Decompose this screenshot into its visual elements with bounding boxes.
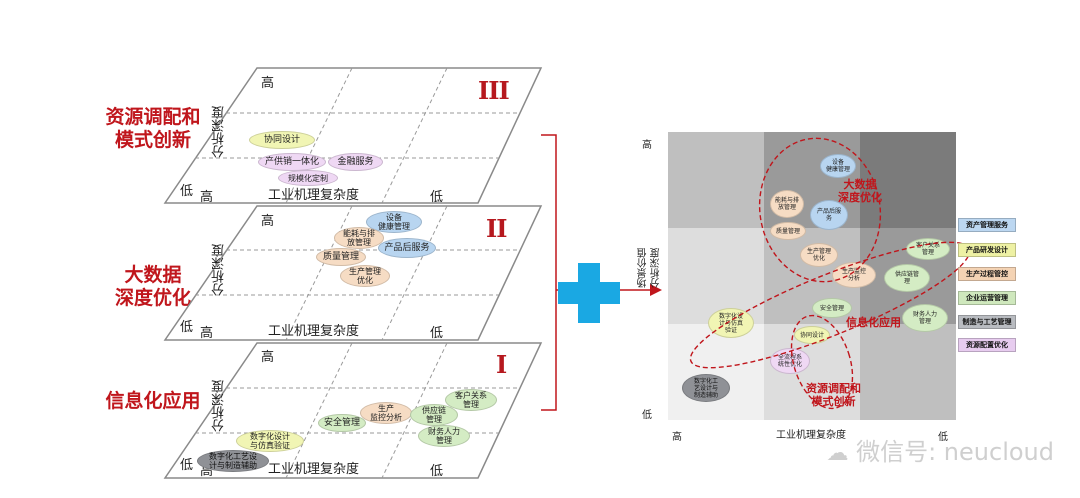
plane2-y-low: 低 [180,320,194,335]
m-bubble-数字化工艺设计与制造辅助: 数字化工 艺设计与 制造辅助 [682,374,730,402]
region-label-big-data: 大数据 深度优化 [838,178,882,204]
layer-title-3: 资源调配和 模式创新 [88,106,218,152]
plus-icon-horizontal [558,282,620,304]
plane1-y-low: 低 [180,458,194,473]
arrow-icon [650,284,662,296]
bubble-规模化定制: 规模化定制 [278,170,338,186]
cell-r2c1 [668,228,764,324]
plane3-y-high: 高 [261,76,275,91]
plane2-x-high: 高 [200,326,214,341]
m-bubble-能耗与排放管理: 能耗与排 放管理 [770,190,804,218]
matrix-x-high: 高 [672,432,682,443]
watermark: ☁ 微信号: neucloud [826,432,1054,467]
legend-process: 生产过程管控 [958,267,1016,281]
plane3-x-low: 低 [430,190,444,205]
layer-title-1-text: 信息化应用 [105,390,201,412]
matrix-x-axis: 工业机理复杂度 [776,430,846,441]
plane1-x-low: 低 [430,464,444,479]
plane3-x-high: 高 [200,190,214,205]
plane3-y-low: 低 [180,184,194,199]
legend-manufacturing: 制造与工艺管理 [958,315,1016,329]
legend-resource-label: 资源配置优化 [966,341,1008,349]
plane1-y-high: 高 [261,350,275,365]
numeral-3: III [478,76,510,105]
plane2-x-low: 低 [430,326,444,341]
plane1-x-axis: 工业机理复杂度 [268,462,360,477]
layer-title-2-text: 大数据 深度优化 [114,264,191,309]
m-bubble-生产管理优化: 生产管理 优化 [800,243,838,267]
cell-r1c1 [668,132,764,228]
bubble-产品后服务: 产品后服务 [378,238,436,258]
numeral-2: II [486,214,507,243]
m-bubble-安全管理: 安全管理 [812,298,852,318]
plane3-x-axis: 工业机理复杂度 [268,188,360,203]
legend-operations-label: 企业运营管理 [966,294,1008,302]
m-bubble-全流程系统性优化: 全流程系 统性优化 [770,348,810,374]
bubble-协同设计: 协同设计 [249,131,315,149]
matrix-y-high: 高 [642,140,652,151]
bubble-设备健康管理: 设备 健康管理 [366,211,422,233]
layer-title-2: 大数据 深度优化 [88,264,218,310]
bubble-生产管理优化: 生产管理 优化 [340,265,390,287]
plane2-x-axis: 工业机理复杂度 [268,324,360,339]
m-bubble-设备健康管理: 设备 健康管理 [820,154,856,178]
m-bubble-产品后服务: 产品后服 务 [810,200,848,230]
legend-manufacturing-label: 制造与工艺管理 [962,318,1012,326]
bubble-金融服务: 金融服务 [328,153,383,171]
matrix-x-low: 低 [938,432,948,443]
cell-r3c1 [668,324,764,420]
m-bubble-数字化设计与仿真验证: 数字化设 计与仿真 验证 [708,308,754,338]
watermark-text: 微信号: neucloud [856,438,1054,466]
plane-3 [163,67,543,204]
bubble-客户关系管理: 客户关系 管理 [445,389,497,411]
legend-resource: 资源配置优化 [958,338,1016,352]
bubble-财务人力管理: 财务人力 管理 [418,425,470,447]
wechat-icon: ☁ [826,441,849,466]
bubble-数字化设计与仿真验证: 数字化设计 与仿真验证 [236,430,304,452]
legend-rnd-label: 产品研发设计 [966,246,1008,254]
m-bubble-供应链管理: 供应链管 理 [884,264,930,292]
m-bubble-财务人力管理: 财务人力 管理 [902,304,948,332]
layer-title-1: 信息化应用 [88,390,218,413]
bubble-生产监控分析: 生产 监控分析 [360,402,412,424]
layer-title-3-text: 资源调配和 模式创新 [105,106,201,151]
legend-asset: 资产管理服务 [958,218,1016,232]
legend-rnd: 产品研发设计 [958,243,1016,257]
m-bubble-质量管理: 质量管理 [770,222,806,240]
legend-operations: 企业运营管理 [958,291,1016,305]
bubble-安全管理: 安全管理 [318,414,366,432]
matrix-y-low: 低 [642,410,652,421]
region-label-resource: 资源调配和 模式创新 [806,382,861,408]
legend-asset-label: 资产管理服务 [966,221,1008,229]
cell-r1c3 [860,132,956,228]
bubble-数字化工艺设计与制造辅助: 数字化工艺设 计与制造辅助 [197,450,269,472]
legend-process-label: 生产过程管控 [966,270,1008,278]
connector-bracket [541,134,557,411]
region-label-info-app: 信息化应用 [846,316,901,329]
cell-r3c3 [860,324,956,420]
bubble-质量管理: 质量管理 [316,248,366,266]
numeral-1: I [496,350,507,379]
bubble-能耗与排放管理: 能耗与排 放管理 [334,227,384,249]
plane2-y-high: 高 [261,214,275,229]
